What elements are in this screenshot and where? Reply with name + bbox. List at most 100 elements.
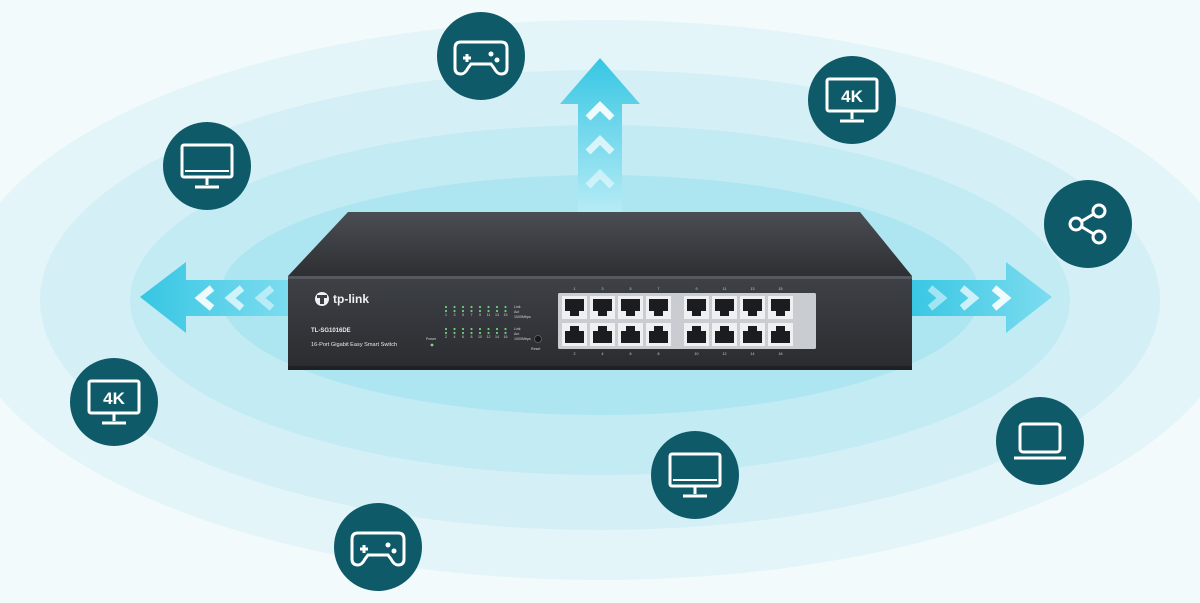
port-number: 13 [751, 287, 755, 291]
gamepad-icon [453, 40, 509, 76]
status-led [453, 309, 456, 313]
monitor-icon [668, 452, 722, 498]
tp-link-logo: tp-link [315, 292, 369, 306]
port-number: 2 [574, 352, 576, 356]
monitor-4k-label: 4K [841, 87, 863, 106]
port-number: 15 [779, 287, 783, 291]
up-arrow [560, 58, 640, 214]
monitor-4k-icon: 4K [87, 379, 141, 425]
port-number: 10 [695, 352, 699, 356]
ethernet-port[interactable] [768, 323, 793, 346]
port-number: 4 [602, 352, 604, 356]
ethernet-port[interactable] [684, 323, 709, 346]
ethernet-port[interactable] [646, 296, 671, 319]
status-led [478, 331, 482, 335]
ethernet-port[interactable] [618, 296, 643, 319]
status-led [487, 331, 490, 335]
ethernet-port[interactable] [562, 296, 587, 319]
led-port-number: 7 [471, 313, 473, 317]
port-number: 7 [658, 287, 660, 291]
status-led [444, 327, 448, 331]
power-label: Power [426, 337, 437, 341]
led-port-number: 8 [471, 335, 473, 339]
led-legend-label: 1000Mbps [514, 315, 531, 319]
ethernet-port[interactable] [712, 323, 737, 346]
status-led [478, 305, 482, 309]
status-led [470, 327, 473, 331]
ethernet-port[interactable] [740, 296, 765, 319]
led-port-number: 3 [454, 313, 456, 317]
monitor-icon [180, 143, 234, 189]
status-led [461, 309, 465, 313]
monitor-4k-icon: 4K [825, 77, 879, 123]
status-led [461, 305, 465, 309]
ethernet-port[interactable] [646, 323, 671, 346]
gamepad-bubble-top [437, 12, 525, 100]
laptop-bubble-right [996, 397, 1084, 485]
ethernet-port[interactable] [740, 323, 765, 346]
reset-button[interactable] [534, 335, 542, 343]
status-led [495, 331, 499, 335]
ethernet-port[interactable] [618, 323, 643, 346]
status-led [453, 327, 456, 331]
monitor-4k-bubble-top-right: 4K [808, 56, 896, 144]
status-led [461, 331, 465, 335]
status-led [453, 331, 456, 335]
status-led [504, 327, 507, 331]
port-number: 16 [779, 352, 783, 356]
led-port-number: 13 [495, 313, 499, 317]
brand-name: tp-link [333, 292, 369, 306]
status-led [487, 327, 490, 331]
status-led [504, 305, 507, 309]
led-port-number: 16 [504, 335, 508, 339]
ethernet-port[interactable] [562, 323, 587, 346]
monitor-bubble-bottom [651, 431, 739, 519]
port-number: 5 [630, 287, 632, 291]
monitor-4k-label: 4K [103, 389, 125, 408]
share-bubble-right [1044, 180, 1132, 268]
led-legend-label: Link [514, 305, 521, 309]
right-arrow [905, 262, 1052, 333]
status-led [444, 305, 448, 309]
status-led [495, 327, 499, 331]
ethernet-port[interactable] [684, 296, 709, 319]
port-number: 8 [658, 352, 660, 356]
led-legend-label: Act [514, 310, 519, 314]
port-number: 6 [630, 352, 632, 356]
led-port-number: 4 [454, 335, 456, 339]
port-number: 12 [723, 352, 727, 356]
status-led [504, 331, 507, 335]
led-legend-label: Act [514, 332, 519, 336]
led-port-number: 1 [445, 313, 447, 317]
status-led [495, 305, 499, 309]
ethernet-port[interactable] [590, 323, 615, 346]
led-port-number: 15 [504, 313, 508, 317]
ethernet-port[interactable] [768, 296, 793, 319]
status-led [470, 305, 473, 309]
port-number: 11 [723, 287, 727, 291]
model-number: TL-SG1016DE [311, 328, 351, 334]
port-number: 9 [696, 287, 698, 291]
status-led [461, 327, 465, 331]
ethernet-port[interactable] [590, 296, 615, 319]
status-led [478, 309, 482, 313]
led-port-number: 14 [495, 335, 499, 339]
laptop-icon [1014, 422, 1066, 460]
status-led [495, 309, 499, 313]
status-led [444, 309, 448, 313]
reset-label: Reset [531, 347, 540, 351]
power-led [430, 343, 434, 347]
led-port-number: 5 [462, 313, 464, 317]
led-port-number: 12 [487, 335, 491, 339]
led-legend-label: Link [514, 327, 521, 331]
status-led [504, 309, 507, 313]
monitor-bubble-left [163, 122, 251, 210]
status-led [453, 305, 456, 309]
led-port-number: 11 [487, 313, 491, 317]
ethernet-port[interactable] [712, 296, 737, 319]
led-legend-label: 1000Mbps [514, 337, 531, 341]
left-arrow [140, 262, 290, 333]
